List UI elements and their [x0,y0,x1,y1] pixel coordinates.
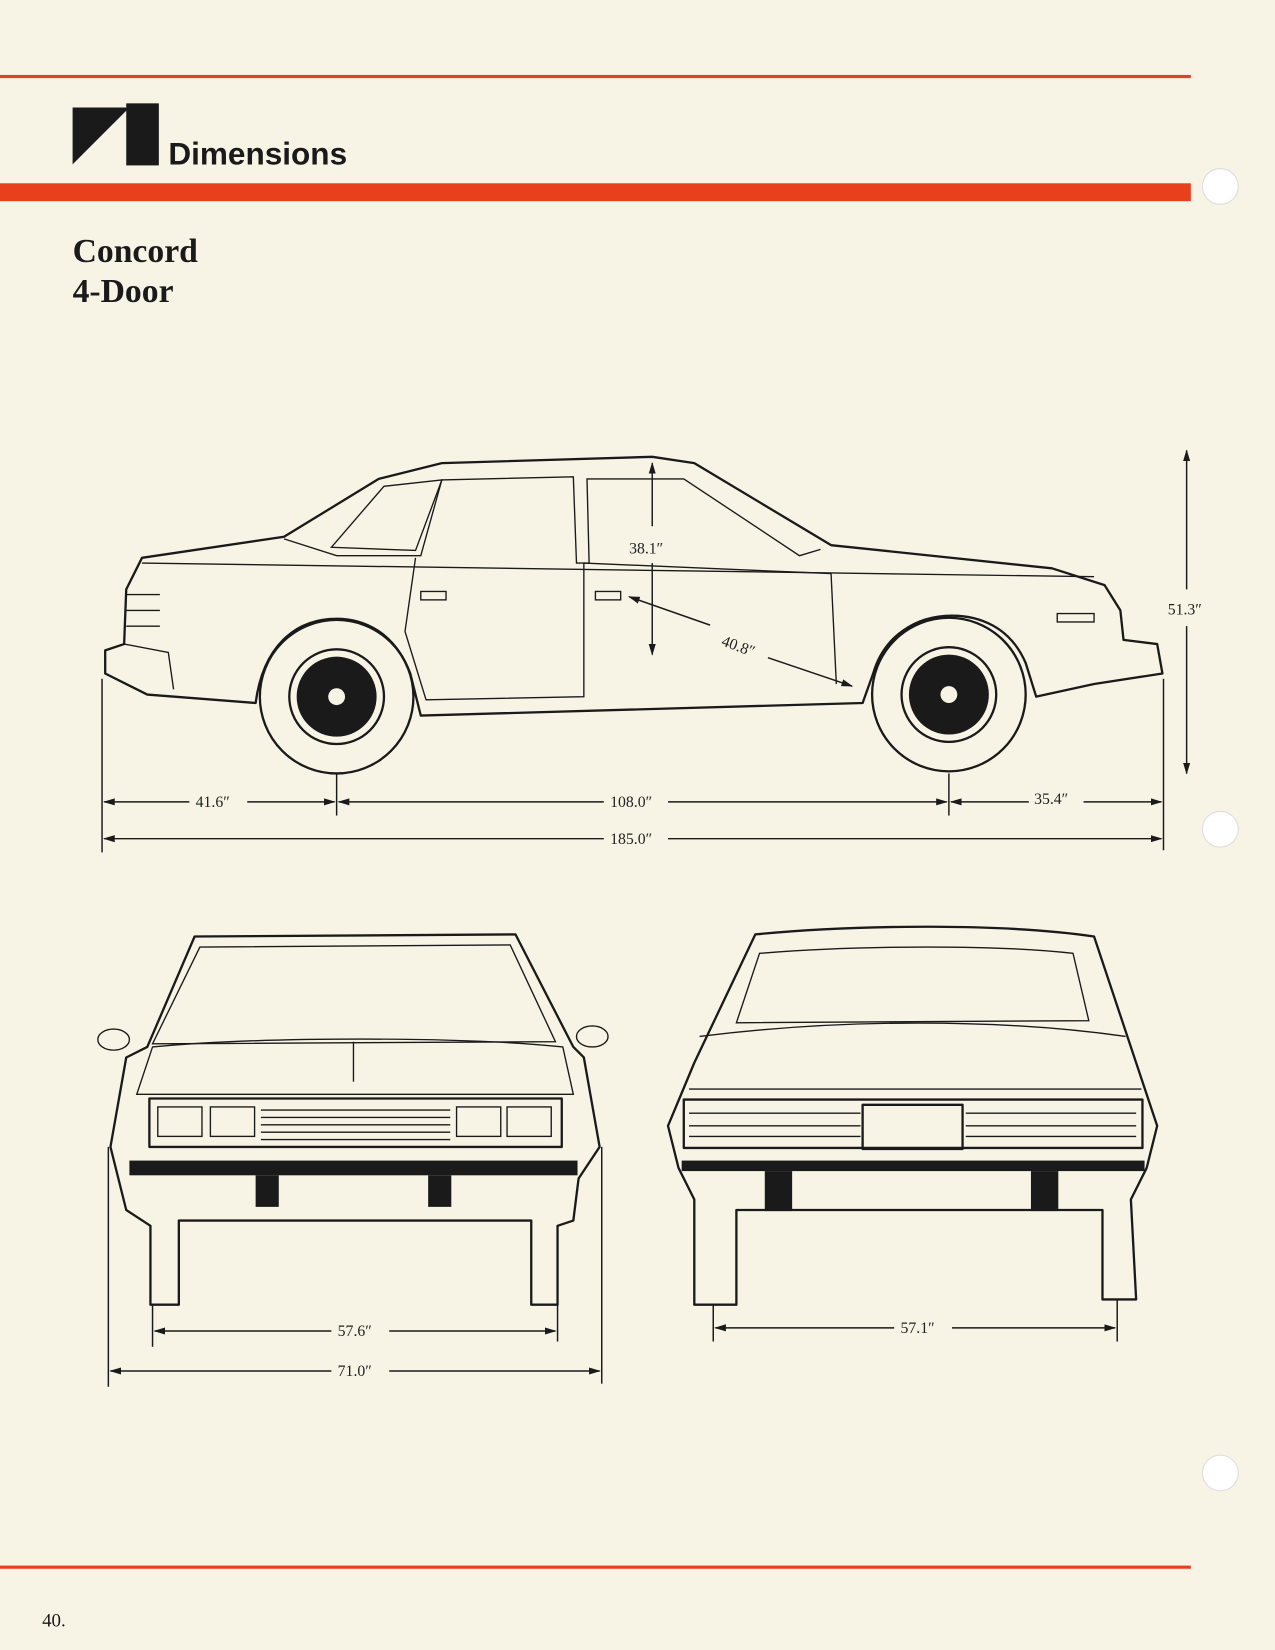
section-title: Dimensions [168,135,347,171]
overall-length-label: 185.0″ [610,831,652,848]
wheelbase-label: 108.0″ [610,794,652,811]
bottom-rule [0,1565,1191,1569]
header-band [0,183,1191,202]
headroom-label: 38.1″ [629,541,663,558]
model-name: Concord [73,233,199,270]
rear-overhang-label: 35.4″ [1034,791,1068,808]
height-label: 51.3″ [1168,602,1202,619]
binder-hole [1201,1454,1239,1492]
side-view-drawing [104,455,1164,775]
front-overhang-label: 41.6″ [196,794,230,811]
legroom-label: 40.8″ [719,633,757,661]
front-view-drawing [97,933,609,1306]
top-rule [0,74,1191,79]
page-number: 40. [42,1611,66,1632]
binder-hole [1201,168,1239,205]
front-track-label: 57.6″ [338,1323,372,1340]
rear-view-drawing [666,925,1159,1306]
rear-track-label: 57.1″ [900,1320,934,1337]
binder-hole [1201,810,1239,848]
model-body-style: 4-Door [73,273,174,310]
overall-width-label: 71.0″ [338,1363,372,1380]
brand-logo [72,103,159,166]
